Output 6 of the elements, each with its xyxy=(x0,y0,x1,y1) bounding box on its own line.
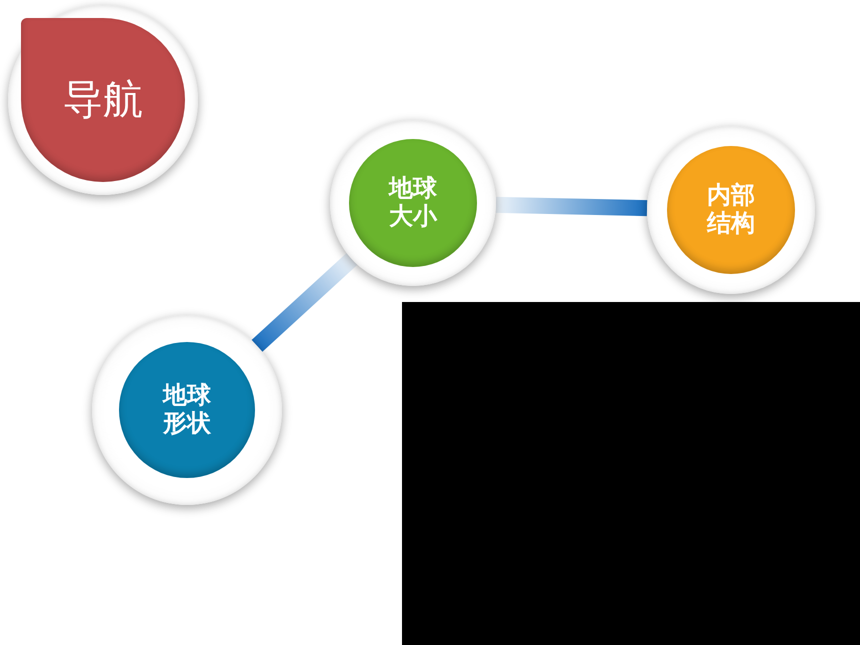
node-label: 地球大小 xyxy=(389,175,437,231)
ribbon-connector xyxy=(252,253,358,352)
node-label: 内部结构 xyxy=(707,182,755,238)
badge-title: 导航 xyxy=(63,77,143,123)
node-label: 地球形状 xyxy=(163,382,211,438)
ribbon-connector xyxy=(496,196,648,216)
